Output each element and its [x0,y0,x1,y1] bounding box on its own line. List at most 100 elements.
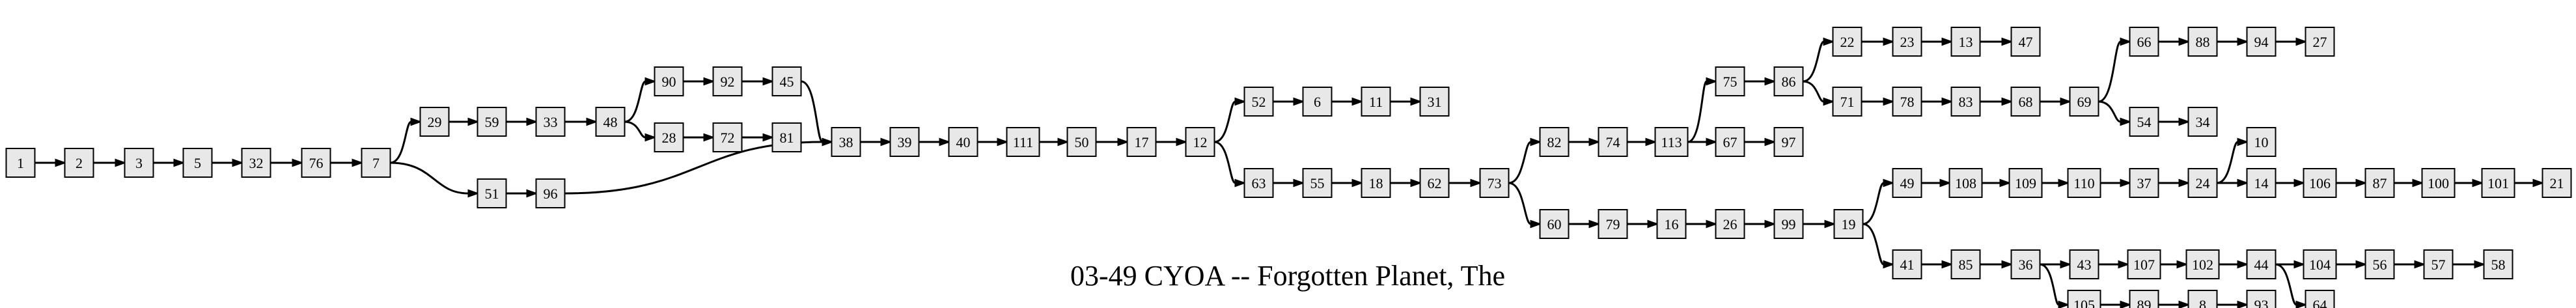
node-14: 14 [2246,168,2277,198]
edge-arrowhead [1117,137,1129,147]
edge-73-60 [1508,182,1542,229]
node-label: 89 [2137,297,2152,308]
node-box [2541,168,2572,198]
edge-arrowhead [1176,137,1188,147]
node-label: 34 [2196,114,2210,130]
node-label: 71 [1840,94,1855,110]
edge-113-75 [1687,77,1718,143]
edge-16-26 [1685,219,1718,229]
node-label: 2 [76,155,83,171]
node-label: 37 [2137,175,2152,191]
node-box [535,178,566,208]
edge-arrowhead [1823,97,1835,106]
edge-arrowhead [2295,300,2308,308]
node-box [2187,107,2218,137]
node-label: 11 [1369,94,1383,110]
edge-arrowhead [2293,260,2306,269]
edge-76-7 [330,158,364,167]
node-93: 93 [2246,290,2277,308]
node-107: 107 [2127,249,2161,279]
edge-arrowhead [644,77,657,86]
edge-89-8 [2158,300,2191,308]
node-26: 26 [1715,209,1745,239]
node-box [2423,249,2454,279]
node-16: 16 [1656,209,1687,239]
edge-arrowhead [1941,260,1954,269]
node-box [1832,27,1863,57]
node-21: 21 [2541,168,2572,198]
node-label: 111 [1013,134,1033,150]
edge-arrowhead [173,158,186,167]
node-label: 3 [135,155,143,171]
edges-layer [35,37,2545,308]
node-29: 29 [419,107,450,137]
node-box [2246,127,2277,157]
node-13: 13 [1950,27,1981,57]
edge-arrowhead [2237,300,2249,308]
edge-arrowhead [1883,37,1895,46]
node-box [2129,107,2159,137]
edge-arrowhead [526,189,538,198]
node-32: 32 [241,148,271,178]
edge-54-34 [2158,117,2191,126]
edge-arrowhead [822,137,834,147]
node-label: 36 [2019,257,2033,273]
edge-12-63 [1214,141,1247,188]
node-102: 102 [2185,249,2220,279]
edge-arrowhead [467,117,480,126]
edge-arrowhead [2001,260,2014,269]
edge-24-14 [2217,178,2249,188]
node-box [2246,290,2277,308]
node-box [2010,27,2041,57]
node-2: 2 [64,148,94,178]
node-box [64,148,94,178]
edge-99-19 [1803,219,1836,229]
node-label: 87 [2373,175,2387,191]
node-label: 93 [2254,297,2269,308]
node-label: 33 [544,114,558,130]
edge-arrowhead [2001,97,2014,106]
edge-arrowhead [1645,137,1657,147]
node-label: 79 [1606,216,1620,232]
edge-44-64 [2275,263,2308,308]
node-label: 24 [2196,175,2210,191]
edge-75-86 [1744,77,1777,86]
node-63: 63 [1243,168,1274,198]
edge-5-32 [212,158,244,167]
edge-arrowhead [1234,97,1247,106]
edge-113-67 [1687,137,1718,147]
edge-arrowhead [703,77,715,86]
node-label: 62 [1428,175,1442,191]
edge-23-13 [1921,37,1954,46]
node-label: 48 [603,114,618,130]
edge-arrowhead [1293,178,1305,188]
edge-arrowhead [2355,178,2368,188]
node-box [712,122,743,152]
node-box [241,148,271,178]
node-label: 68 [2019,94,2033,110]
edge-110-37 [2100,178,2132,188]
edge-line [1863,182,1885,225]
node-box [1715,66,1745,96]
node-label: 28 [662,130,676,146]
node-box [654,66,684,96]
node-box [361,148,391,178]
node-label: 52 [1252,94,1266,110]
node-box [2129,168,2159,198]
node-label: 74 [1606,134,1620,150]
node-110: 110 [2067,168,2101,198]
node-label: 92 [721,74,735,90]
edge-arrowhead [1824,219,1836,229]
node-box [477,107,507,137]
edge-arrowhead [939,137,951,147]
node-box [2067,290,2101,308]
node-96: 96 [535,178,566,208]
node-label: 75 [1723,74,1738,90]
node-label: 104 [2309,257,2331,273]
node-box [1361,168,1391,198]
node-8: 8 [2187,290,2218,308]
edge-71-78 [1861,97,1895,106]
edge-100-101 [2454,178,2484,188]
edge-arrowhead [1823,37,1835,46]
node-label: 90 [662,74,676,90]
